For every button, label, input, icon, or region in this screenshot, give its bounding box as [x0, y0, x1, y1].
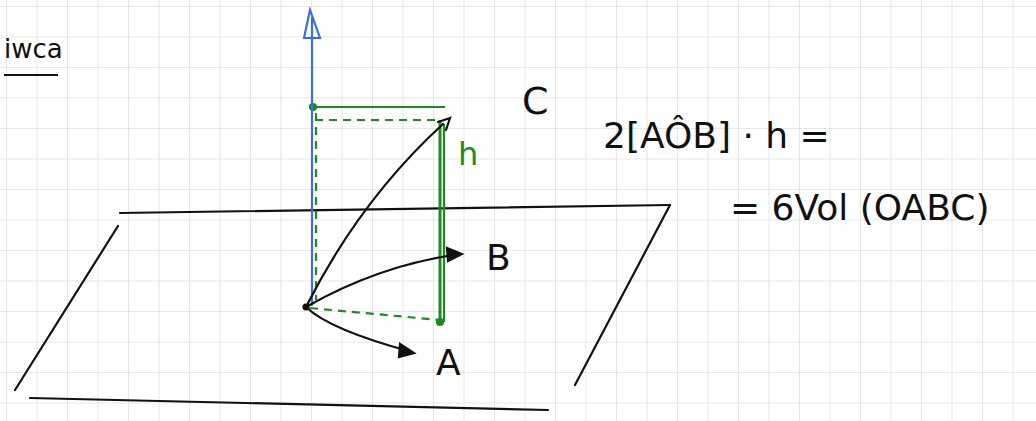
height-label: h — [458, 138, 478, 170]
plane — [15, 205, 670, 410]
normal-vector — [304, 10, 320, 305]
formula: 2[AÔB] · h = — [603, 118, 830, 154]
formula: = 6Vol (OABC) — [730, 190, 989, 226]
point-label: B — [486, 240, 511, 276]
heading-fragment: iwca — [4, 36, 63, 62]
underline — [4, 74, 58, 76]
point-label: A — [436, 345, 461, 381]
height-construction — [310, 104, 445, 325]
point-label: C — [522, 82, 549, 120]
vectors — [304, 118, 463, 357]
